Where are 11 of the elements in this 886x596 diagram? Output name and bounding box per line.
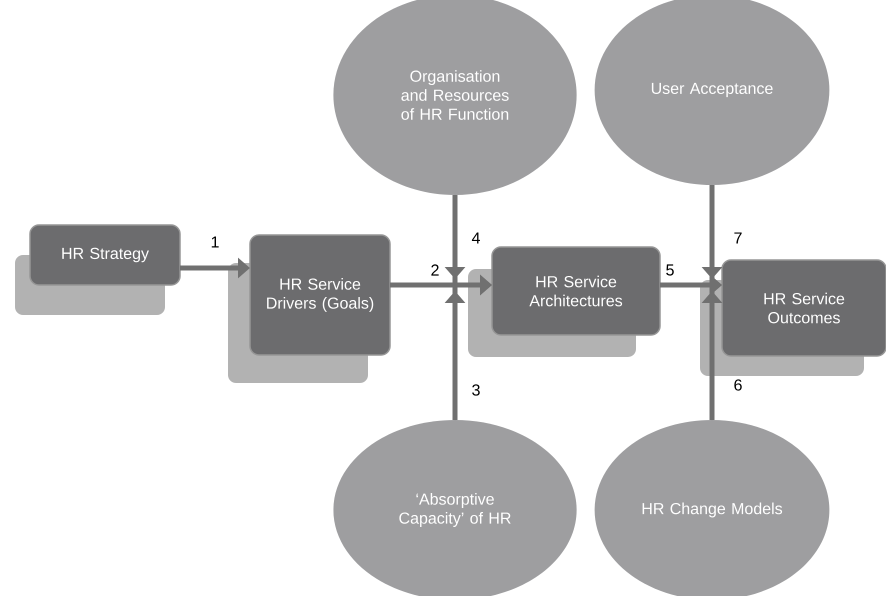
process-box: HR Service Outcomes	[700, 259, 886, 376]
edge-label: 7	[732, 231, 744, 244]
edge-label: 2	[430, 263, 440, 277]
edge-label: 5	[664, 263, 676, 277]
edge-label: 1	[210, 235, 220, 248]
edge-label: 6	[732, 378, 744, 392]
process-box: HR Strategy	[15, 224, 181, 315]
edge-label: 4	[470, 231, 482, 244]
process-box: HR Service Architectures	[468, 246, 661, 357]
edge-label: 3	[470, 383, 482, 397]
process-box: HR Service Drivers (Goals)	[228, 234, 391, 383]
